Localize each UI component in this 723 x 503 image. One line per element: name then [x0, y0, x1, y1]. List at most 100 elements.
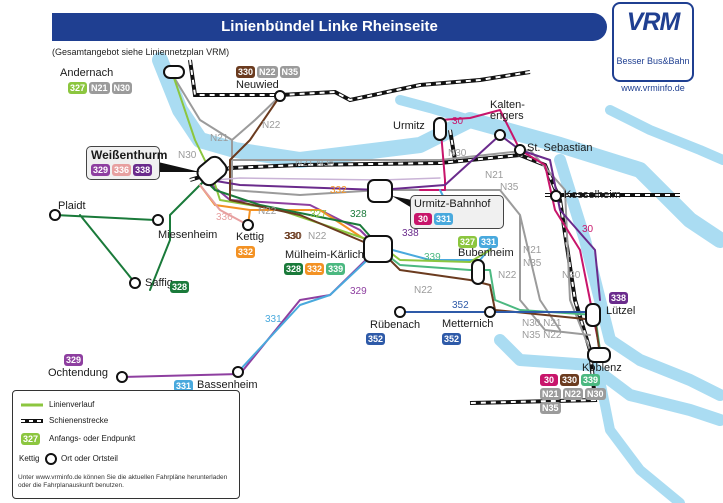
- node-bubenheim: [471, 259, 485, 285]
- line-label-n35-n22: N35 N22: [522, 330, 562, 341]
- place-label-bubenheim: Bubenheim: [458, 247, 514, 259]
- place-label-ruebenach: Rübenach: [370, 319, 421, 331]
- line-badge: N30: [111, 82, 133, 94]
- route-plaidt: [54, 214, 156, 284]
- line-label-l328: 328: [350, 209, 367, 220]
- line-badge: 352: [366, 333, 386, 345]
- legend-place-symbol: [45, 453, 57, 465]
- logo-url[interactable]: www.vrminfo.de: [621, 83, 685, 93]
- place-label-ochtendung: Ochtendung: [48, 367, 108, 379]
- legend-place-example: Kettig: [19, 454, 40, 463]
- line-badge: 328: [170, 281, 190, 293]
- place-label-st-sebastian: St. Sebastian: [527, 142, 593, 154]
- node-urmitz: [433, 117, 447, 141]
- line-label-n21-b: N21: [485, 170, 504, 181]
- place-badges-luetzel: 338: [609, 292, 629, 304]
- line-label-n21-a: N21: [210, 133, 229, 144]
- line-badge: N22: [562, 388, 584, 400]
- logo-tagline: Besser Bus&Bahn: [616, 56, 690, 66]
- line-label-n22-e: N22: [498, 270, 517, 281]
- place-label-muelheim: Mülheim-Kärlich: [285, 249, 364, 261]
- subtitle: (Gesamtangebot siehe Liniennetzplan VRM): [52, 47, 230, 57]
- line-badge: 327: [458, 236, 478, 248]
- line-badge: 331: [479, 236, 499, 248]
- line-label-l327: 327: [310, 209, 327, 220]
- line-badge: 339: [326, 263, 346, 275]
- legend-terminus-label: Anfangs- oder Endpunkt: [49, 434, 136, 443]
- place-badges-bassenheim: 331: [174, 380, 194, 392]
- place-label-bassenheim: Bassenheim: [197, 379, 258, 391]
- place-label-metternich: Metternich: [442, 318, 494, 330]
- line-badge: 332: [236, 246, 256, 258]
- line-label-n22-d: N22: [414, 285, 433, 296]
- line-label-n22-a: N22: [262, 120, 281, 131]
- place-label-weissenthurm: Weißenthurm: [91, 148, 168, 162]
- node-muelheim: [363, 235, 393, 263]
- place-badges-kettig: 332: [236, 246, 256, 258]
- line-badge: N21: [540, 388, 561, 400]
- place-badges-ruebenach: 352: [366, 333, 386, 345]
- line-badge: 30: [540, 374, 558, 386]
- line-badge: 329: [64, 354, 84, 366]
- footnote: Unter www.vrminfo.de können Sie die aktu…: [18, 474, 228, 489]
- line-label-l339: 339: [424, 252, 441, 263]
- line-label-n30-c: N30: [562, 270, 581, 281]
- line-badge: N35: [279, 66, 301, 78]
- page-title: Linienbündel Linke Rheinseite: [221, 18, 438, 35]
- line-badge: N22: [257, 66, 278, 78]
- node-plaidt: [49, 209, 61, 221]
- rail-lines: [188, 59, 680, 405]
- legend-route-label: Linienverlauf: [49, 400, 95, 409]
- node-saffig: [129, 277, 141, 289]
- line-badge: N21: [89, 82, 110, 94]
- line-badge: N30: [585, 388, 606, 400]
- line-label-n30-n21: N30 N21: [522, 318, 562, 329]
- place-label-koblenz: Koblenz: [582, 362, 622, 374]
- line-label-l330-b: 330: [284, 231, 301, 242]
- node-ochtendung: [116, 371, 128, 383]
- line-label-n35-c: N35: [523, 258, 542, 269]
- route-336: [199, 184, 249, 226]
- node-luetzel: [585, 303, 601, 327]
- line-label-l30-right: 30: [582, 224, 594, 235]
- legend-rail-label: Schienenstrecke: [49, 416, 109, 425]
- line-badge: 352: [442, 333, 462, 345]
- place-badges-saffig: 328: [170, 281, 190, 293]
- line-badge: 330: [236, 66, 256, 78]
- node-kettig: [242, 219, 254, 231]
- place-label-urmitz: Urmitz: [393, 120, 425, 132]
- line-label-n21-c: N21: [523, 245, 542, 256]
- line-badge: 331: [434, 213, 454, 225]
- line-badge: 328: [284, 263, 304, 275]
- line-label-l331: 331: [265, 314, 282, 325]
- header-bar: [52, 13, 607, 41]
- route-multi-band: [214, 177, 441, 181]
- node-metternich: [484, 306, 496, 318]
- line-label-l330-a: 330: [285, 231, 302, 242]
- vrm-logo: [612, 2, 694, 82]
- line-badge: 332: [305, 263, 325, 275]
- place-label-andernach: Andernach: [60, 67, 114, 79]
- line-label-l338: 338: [402, 228, 419, 239]
- line-label-n21-n35: N21 N35: [295, 158, 335, 169]
- line-badge: 331: [174, 380, 194, 392]
- place-label-kaltenengers: Kalten- engers: [490, 99, 525, 122]
- place-label-luetzel: Lützel: [606, 305, 636, 317]
- line-label-n35-b: N35: [500, 182, 519, 193]
- weissenthurm-callout: [158, 162, 200, 172]
- legend-place-label: Ort oder Ortsteil: [61, 454, 118, 463]
- line-label-l336: 336: [216, 212, 233, 223]
- line-label-l329: 329: [350, 286, 367, 297]
- node-miesenheim: [152, 214, 164, 226]
- place-label-saffig: Saffig: [145, 277, 173, 289]
- place-label-miesenheim: Miesenheim: [158, 229, 218, 241]
- route-night-gray: [171, 73, 593, 356]
- node-urmitz-bf: [367, 179, 393, 203]
- node-st-sebastian: [514, 144, 526, 156]
